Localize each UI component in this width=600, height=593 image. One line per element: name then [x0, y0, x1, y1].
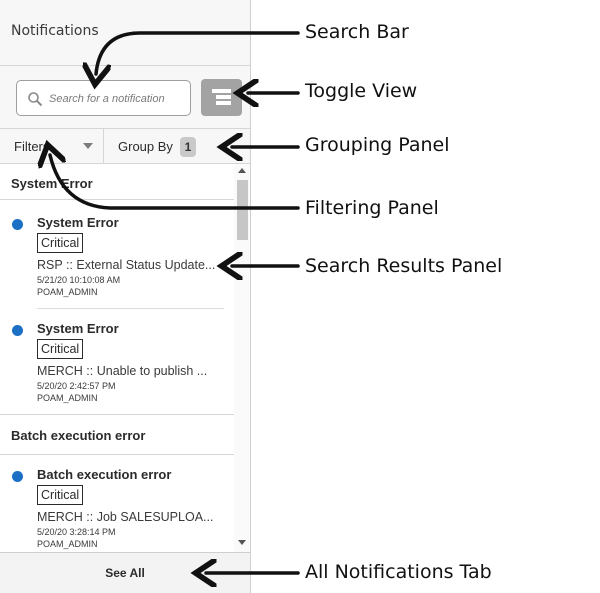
scroll-thumb[interactable]: [237, 180, 248, 240]
annotation-filtering-panel: Filtering Panel: [305, 197, 439, 219]
notification-title: System Error: [37, 215, 119, 230]
annotation-toggle-view: Toggle View: [305, 80, 418, 102]
notifications-panel: Notifications Filters Group By 1: [0, 0, 251, 593]
filter-group-row: Filters Group By 1: [0, 129, 250, 164]
notification-title: System Error: [37, 321, 119, 336]
panel-header: Notifications: [0, 0, 250, 66]
notification-user: POAM_ADMIN: [37, 287, 98, 297]
notification-user: POAM_ADMIN: [37, 539, 98, 549]
group-by-count-badge: 1: [180, 137, 196, 157]
results-scrollbar[interactable]: [234, 164, 250, 552]
unread-dot-icon: [12, 325, 23, 336]
group-by-button[interactable]: Group By 1: [105, 129, 250, 164]
severity-badge: Critical: [37, 339, 84, 359]
notification-user: POAM_ADMIN: [37, 393, 98, 403]
annotation-grouping-panel: Grouping Panel: [305, 134, 450, 156]
annotation-search-bar: Search Bar: [305, 21, 409, 43]
filters-label: Filters: [14, 139, 50, 154]
notification-time: 5/20/20 2:42:57 PM: [37, 381, 116, 391]
scroll-up-icon[interactable]: [238, 168, 246, 173]
search-row: [0, 66, 250, 129]
see-all-label: See All: [105, 566, 145, 580]
group-divider: [0, 454, 234, 455]
severity-badge: Critical: [37, 485, 84, 505]
unread-dot-icon: [12, 471, 23, 482]
notification-message: MERCH :: Unable to publish ...: [37, 364, 208, 378]
notification-message: MERCH :: Job SALESUPLOA...: [37, 510, 214, 524]
search-bar[interactable]: [16, 80, 191, 116]
toggle-view-button[interactable]: [201, 79, 242, 116]
filters-dropdown[interactable]: Filters: [0, 129, 104, 164]
annotation-search-results-panel: Search Results Panel: [305, 255, 503, 277]
see-all-tab[interactable]: See All: [0, 552, 250, 593]
group-divider: [0, 199, 234, 200]
notification-time: 5/20/20 3:28:14 PM: [37, 527, 116, 537]
panel-title: Notifications: [11, 23, 99, 39]
notification-item[interactable]: Batch execution error Critical MERCH :: …: [0, 467, 234, 552]
notification-message: RSP :: External Status Update...: [37, 258, 216, 272]
severity-badge: Critical: [37, 233, 84, 253]
group-divider: [0, 414, 234, 415]
chevron-down-icon: [83, 143, 93, 149]
scroll-down-icon[interactable]: [238, 540, 246, 545]
unread-dot-icon: [12, 219, 23, 230]
notification-time: 5/21/20 10:10:08 AM: [37, 275, 121, 285]
notification-item[interactable]: System Error Critical RSP :: External St…: [0, 215, 234, 310]
list-view-icon: [212, 89, 231, 105]
annotation-all-notifications-tab: All Notifications Tab: [305, 561, 492, 583]
item-divider: [37, 308, 224, 309]
group-by-label: Group By: [118, 139, 173, 154]
notification-item[interactable]: System Error Critical MERCH :: Unable to…: [0, 321, 234, 416]
search-results-panel[interactable]: System Error System Error Critical RSP :…: [0, 164, 250, 552]
notification-title: Batch execution error: [37, 467, 172, 482]
search-input[interactable]: [49, 89, 189, 109]
search-icon: [28, 92, 43, 107]
group-header: System Error: [11, 176, 93, 191]
group-header: Batch execution error: [11, 428, 146, 443]
